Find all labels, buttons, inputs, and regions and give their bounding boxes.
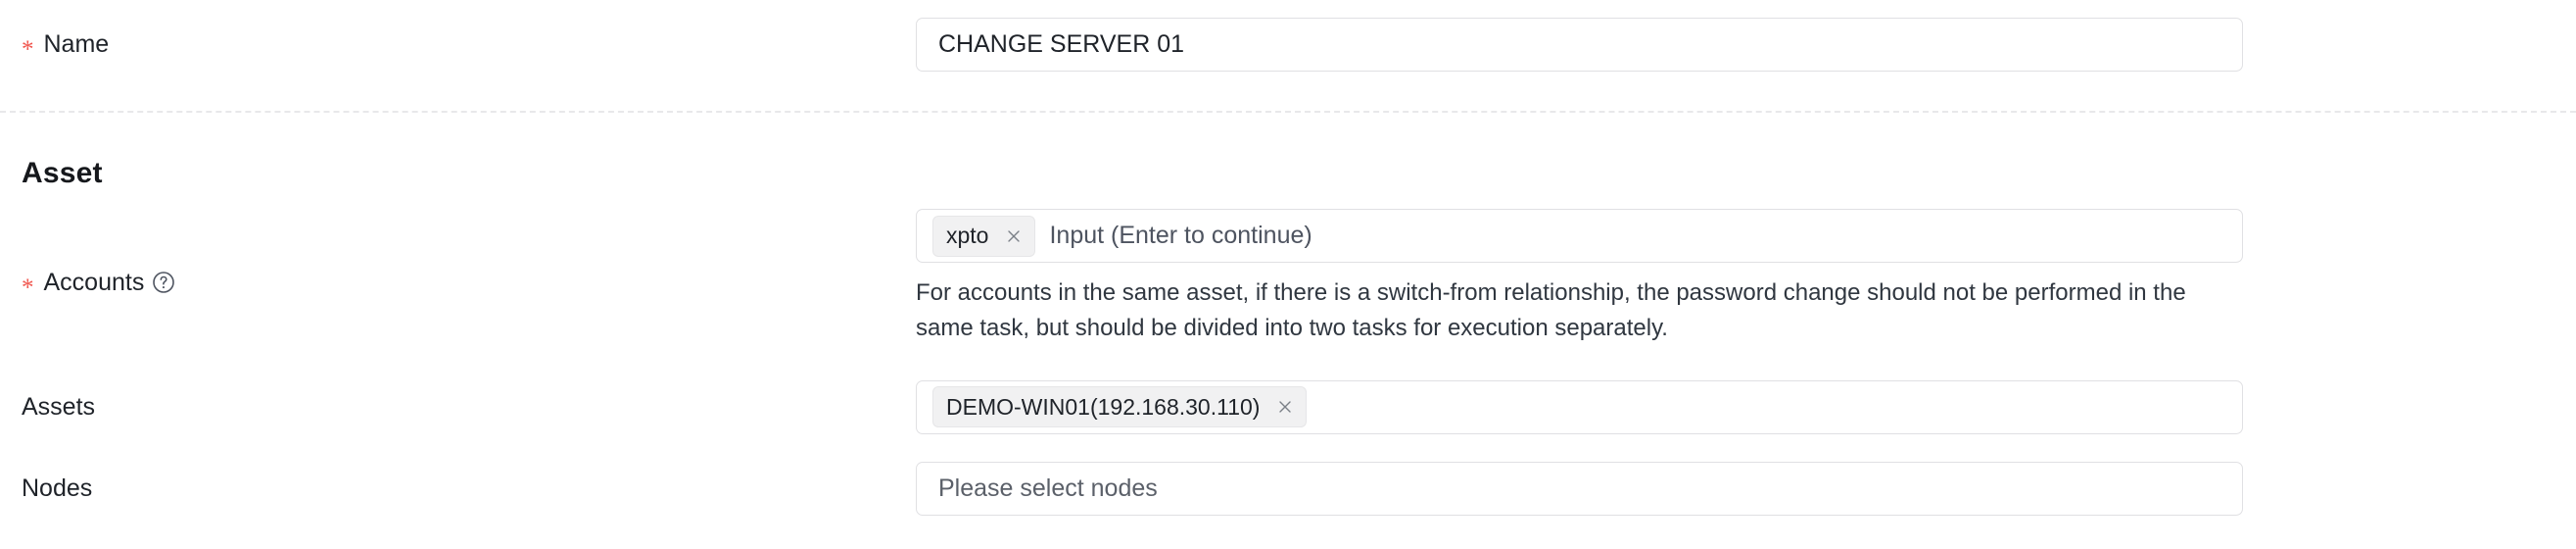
accounts-tag[interactable]: xpto — [932, 215, 1036, 257]
required-marker-icon: * — [22, 35, 34, 63]
nodes-label: Nodes — [22, 474, 93, 502]
nodes-select[interactable]: Please select nodes — [916, 461, 2243, 516]
question-circle-icon[interactable] — [152, 271, 175, 294]
assets-select[interactable]: DEMO-WIN01(192.168.30.110) — [916, 379, 2243, 434]
nodes-control-cell: Please select nodes — [916, 461, 2243, 516]
name-label: Name — [43, 30, 110, 58]
nodes-label-cell: Nodes — [0, 474, 916, 503]
section-title-asset: Asset — [22, 157, 103, 189]
assets-tag-remove-icon[interactable] — [1275, 397, 1295, 417]
assets-tag[interactable]: DEMO-WIN01(192.168.30.110) — [932, 386, 1308, 427]
accounts-label-cell: * Accounts — [0, 209, 916, 356]
accounts-control-cell: xpto Input (Enter to continue) For accou… — [916, 209, 2243, 346]
form-row-accounts: * Accounts xpto — [0, 209, 2576, 356]
form-row-assets: Assets DEMO-WIN01(192.168.30.110) — [0, 377, 2576, 436]
nodes-placeholder: Please select nodes — [938, 474, 1158, 502]
assets-tag-label: DEMO-WIN01(192.168.30.110) — [946, 393, 1261, 420]
name-input-value: CHANGE SERVER 01 — [938, 29, 1185, 58]
form-row-name: * Name CHANGE SERVER 01 — [0, 0, 2576, 88]
accounts-tag-remove-icon[interactable] — [1004, 226, 1024, 246]
name-input[interactable]: CHANGE SERVER 01 — [916, 17, 2243, 72]
accounts-input-placeholder[interactable]: Input (Enter to continue) — [1049, 222, 1312, 249]
assets-label: Assets — [22, 393, 96, 421]
assets-label-cell: Assets — [0, 392, 916, 422]
accounts-label: Accounts — [43, 269, 145, 296]
name-control-cell: CHANGE SERVER 01 — [916, 17, 2243, 72]
required-marker-icon: * — [22, 274, 34, 301]
accounts-tag-label: xpto — [946, 223, 989, 248]
name-label-cell: * Name — [0, 29, 916, 63]
accounts-select[interactable]: xpto Input (Enter to continue) — [916, 209, 2243, 263]
assets-control-cell: DEMO-WIN01(192.168.30.110) — [916, 379, 2243, 434]
accounts-helper-text: For accounts in the same asset, if there… — [916, 279, 2186, 341]
form-row-nodes: Nodes Please select nodes — [0, 459, 2576, 518]
section-divider — [0, 111, 2576, 113]
